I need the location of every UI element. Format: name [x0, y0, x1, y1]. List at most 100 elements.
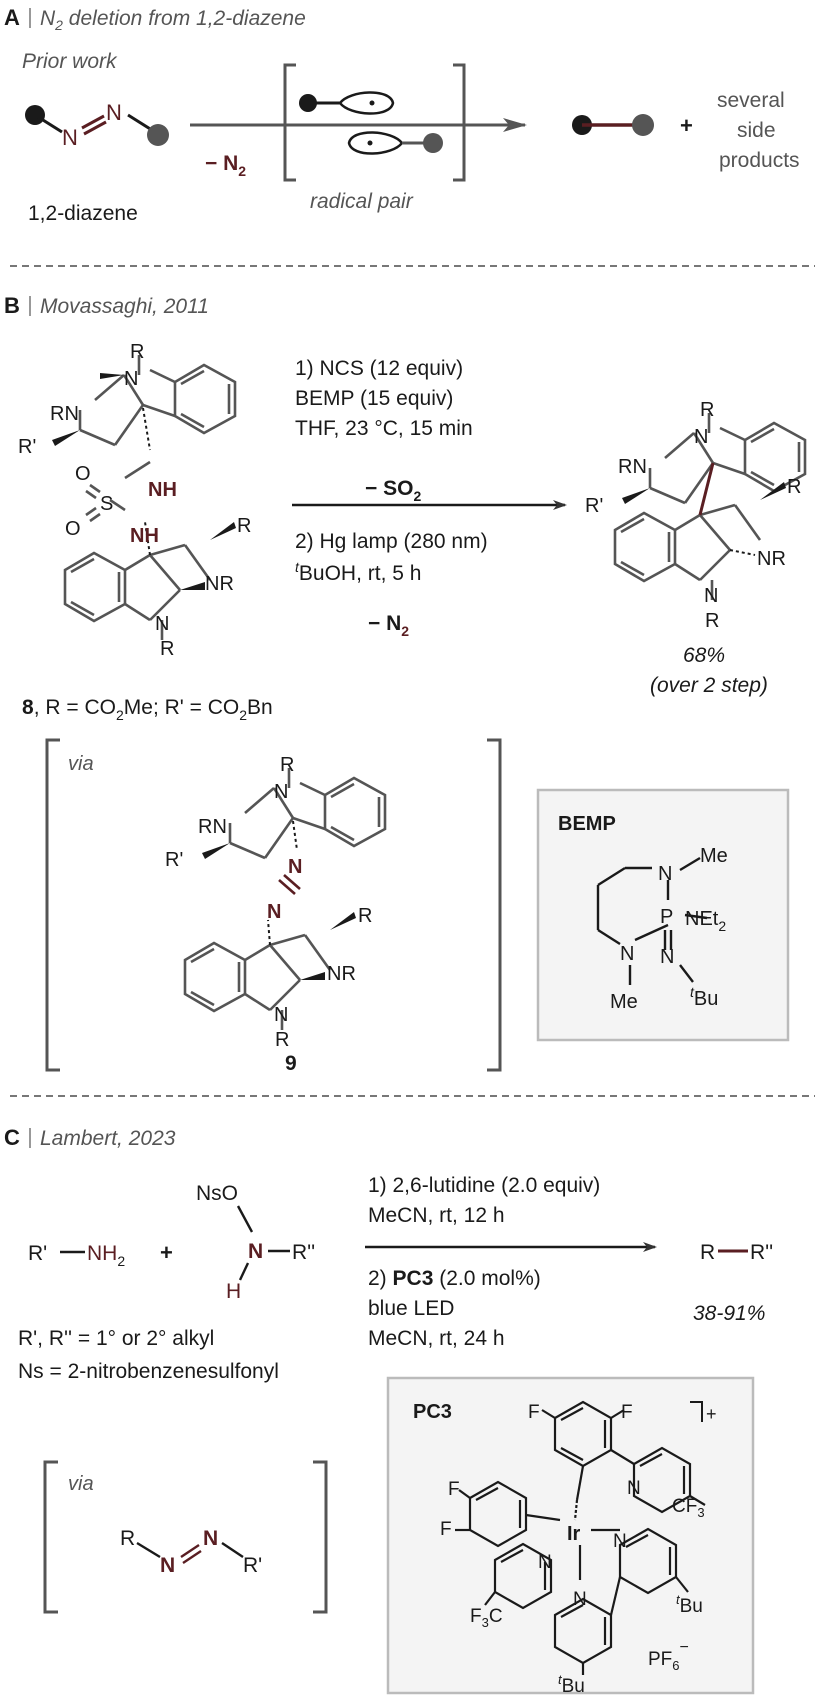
- svg-text:tBu: tBu: [558, 1672, 585, 1697]
- svg-text:P: P: [660, 906, 673, 928]
- minus-so2-label: − SO2: [365, 477, 421, 504]
- yield-b-note: (over 2 step): [650, 674, 768, 697]
- svg-text:RN: RN: [50, 403, 79, 425]
- svg-text:N: N: [627, 1478, 641, 1499]
- cond-c1-line1: 1) 2,6-lutidine (2.0 equiv): [368, 1174, 600, 1197]
- svg-text:R: R: [130, 341, 144, 363]
- svg-text:R': R': [165, 849, 183, 871]
- svg-text:N: N: [660, 946, 674, 968]
- radical-pair-label: radical pair: [310, 190, 414, 213]
- pc3-title: PC3: [413, 1401, 452, 1423]
- svg-text:N: N: [620, 943, 634, 965]
- minus-n2-label: − N2: [205, 152, 246, 179]
- svg-text:F3C: F3C: [470, 1606, 503, 1630]
- svg-text:R: R: [787, 476, 801, 498]
- cond-c2-line2: blue LED: [368, 1297, 454, 1320]
- svg-text:NsO: NsO: [196, 1182, 238, 1205]
- svg-text:N: N: [274, 781, 288, 803]
- amine-reactant: R': [28, 1242, 47, 1265]
- svg-text:NH: NH: [130, 525, 159, 547]
- svg-text:R: R: [237, 515, 251, 537]
- panel-a: A N2 deletion from 1,2-diazene Prior wor…: [4, 5, 800, 225]
- panel-b: B Movassaghi, 2011: [4, 293, 807, 1075]
- compound-8-structure: [63, 355, 237, 640]
- svg-text:N: N: [694, 426, 708, 448]
- yield-b: 68%: [683, 644, 725, 667]
- pc3-structure: [455, 1400, 706, 1675]
- bemp-structure: [596, 856, 708, 985]
- svg-text:R'': R'': [292, 1241, 315, 1264]
- product-r: R: [700, 1241, 715, 1264]
- dimer-product-structure: [613, 413, 807, 600]
- svg-text:NH2: NH2: [87, 1242, 125, 1269]
- bemp-title: BEMP: [558, 813, 616, 835]
- svg-text:R: R: [358, 905, 372, 927]
- cond-b2-line1: 2) Hg lamp (280 nm): [295, 530, 488, 553]
- compound-8-description: 8, R = CO2Me; R' = CO2Bn: [22, 696, 273, 723]
- svg-text:N: N: [203, 1527, 218, 1550]
- panel-a-letter: A: [4, 5, 20, 30]
- svg-text:N: N: [248, 1240, 263, 1263]
- panel-b-title: Movassaghi, 2011: [40, 295, 209, 318]
- cond-b2-line2: tBuOH, rt, 5 h: [295, 559, 421, 585]
- svg-text:N: N: [106, 100, 122, 125]
- svg-text:CF3: CF3: [672, 1496, 705, 1520]
- note-alkyl: R', R'' = 1° or 2° alkyl: [18, 1327, 214, 1350]
- svg-text:N: N: [124, 368, 138, 390]
- cond-b1-line2: BEMP (15 equiv): [295, 387, 453, 410]
- svg-text:R: R: [120, 1527, 135, 1550]
- svg-text:Me: Me: [700, 845, 728, 867]
- svg-text:NH: NH: [148, 479, 177, 501]
- svg-text:R: R: [160, 638, 174, 660]
- via-bracket-c: [43, 1460, 328, 1614]
- svg-text:H: H: [226, 1280, 241, 1303]
- panel-c: C Lambert, 2023 R' NH2 + NsO N R'' H 1) …: [4, 1125, 773, 1697]
- svg-text:N: N: [288, 856, 302, 878]
- svg-text:F: F: [448, 1479, 460, 1500]
- via-label-c: via: [68, 1473, 94, 1495]
- svg-text:F: F: [528, 1402, 540, 1423]
- svg-text:R: R: [280, 754, 294, 776]
- svg-text:NR: NR: [327, 963, 356, 985]
- diazene-structure: N N: [25, 100, 169, 150]
- panel-b-letter: B: [4, 293, 20, 318]
- svg-text:S: S: [100, 493, 113, 515]
- via-bracket-b: [45, 738, 502, 1072]
- svg-text:+: +: [706, 1404, 717, 1424]
- svg-text:F: F: [621, 1402, 633, 1423]
- svg-text:PF6−: PF6−: [648, 1639, 689, 1673]
- svg-text:N: N: [704, 585, 718, 607]
- svg-text:N: N: [267, 901, 281, 923]
- cond-c2-line3: MeCN, rt, 24 h: [368, 1327, 505, 1350]
- svg-text:N: N: [155, 613, 169, 635]
- svg-text:RN: RN: [198, 816, 227, 838]
- note-ns: Ns = 2-nitrobenzenesulfonyl: [18, 1360, 279, 1383]
- svg-text:N: N: [62, 125, 78, 150]
- cond-b1-line3: THF, 23 °C, 15 min: [295, 417, 473, 440]
- panel-c-title: Lambert, 2023: [40, 1127, 176, 1150]
- radical-pair: [299, 91, 443, 155]
- panel-c-letter: C: [4, 1125, 20, 1150]
- intermediate-9-label: 9: [285, 1052, 297, 1075]
- side-products-line2: side: [737, 119, 776, 142]
- svg-text:N: N: [658, 863, 672, 885]
- prior-work-label: Prior work: [22, 50, 118, 73]
- svg-text:N: N: [573, 1589, 587, 1610]
- svg-text:N: N: [160, 1554, 175, 1577]
- coupled-product: [572, 114, 654, 136]
- svg-text:tBu: tBu: [690, 984, 718, 1010]
- svg-text:R': R': [243, 1554, 262, 1577]
- svg-text:F: F: [440, 1519, 452, 1540]
- sulfamide-linker: [85, 460, 151, 523]
- pc3-box: [386, 1376, 755, 1695]
- diazene-label: 1,2-diazene: [28, 202, 138, 225]
- minus-n2-b-label: − N2: [368, 612, 409, 639]
- svg-text:O: O: [65, 518, 81, 540]
- yield-c: 38-91%: [693, 1302, 765, 1325]
- nso-reagent: NsO N R'' H: [196, 1182, 315, 1303]
- plus-sign-c: +: [160, 1240, 173, 1265]
- svg-text:O: O: [75, 463, 91, 485]
- radical-pair-bracket: [283, 63, 466, 182]
- panel-a-title: N2 deletion from 1,2-diazene: [40, 7, 306, 33]
- cond-b1-line1: 1) NCS (12 equiv): [295, 357, 463, 380]
